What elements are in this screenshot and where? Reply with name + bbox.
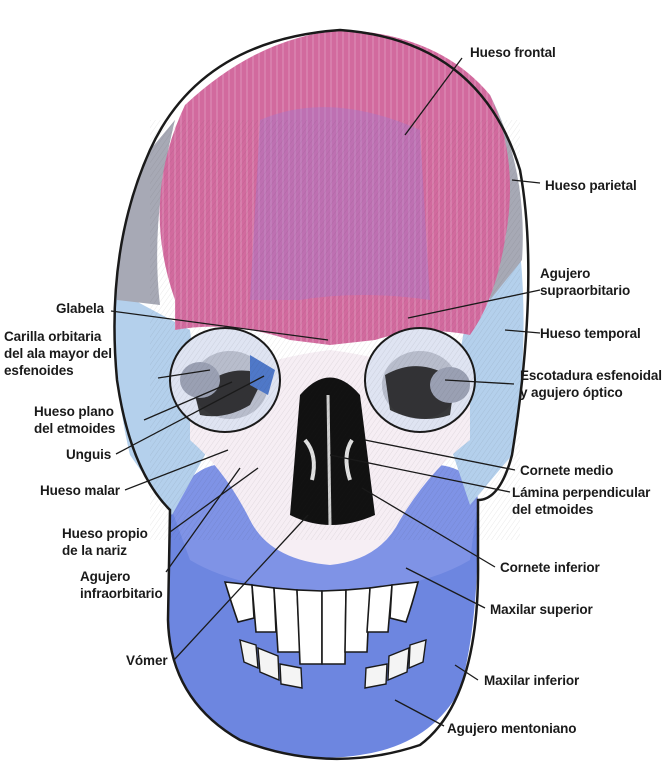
label-maxilar-inferior: Maxilar inferior xyxy=(484,672,579,689)
label-escotadura-esfenoidal: Escotadura esfenoidal y agujero óptico xyxy=(520,367,662,401)
label-line: del etmoides xyxy=(34,420,115,437)
label-maxilar-superior: Maxilar superior xyxy=(490,601,593,618)
label-line: Hueso propio xyxy=(62,525,148,542)
label-line: Escotadura esfenoidal xyxy=(520,367,662,384)
label-line: supraorbitario xyxy=(540,282,630,299)
label-line: Agujero xyxy=(80,568,163,585)
label-line: Hueso plano xyxy=(34,403,115,420)
label-hueso-propio: Hueso propio de la nariz xyxy=(62,525,148,559)
label-line: Agujero xyxy=(540,265,630,282)
label-hueso-plano: Hueso plano del etmoides xyxy=(34,403,115,437)
label-carilla-orbitaria: Carilla orbitaria del ala mayor del esfe… xyxy=(4,328,112,379)
label-agujero-mentoniano: Agujero mentoniano xyxy=(447,720,576,737)
label-line: esfenoides xyxy=(4,362,112,379)
label-line: de la nariz xyxy=(62,542,148,559)
label-line: Lámina perpendicular xyxy=(512,484,650,501)
label-cornete-inferior: Cornete inferior xyxy=(500,559,600,576)
label-hueso-malar: Hueso malar xyxy=(40,482,120,499)
label-hueso-temporal: Hueso temporal xyxy=(540,325,641,342)
label-agujero-supraorbitario: Agujero supraorbitario xyxy=(540,265,630,299)
label-agujero-infraorbitario: Agujero infraorbitario xyxy=(80,568,163,602)
label-line: infraorbitario xyxy=(80,585,163,602)
label-line: Carilla orbitaria xyxy=(4,328,112,345)
label-line: del ala mayor del xyxy=(4,345,112,362)
label-glabela: Glabela xyxy=(56,300,104,317)
label-unguis: Unguis xyxy=(66,446,111,463)
label-hueso-parietal: Hueso parietal xyxy=(545,177,637,194)
label-hueso-frontal: Hueso frontal xyxy=(470,44,556,61)
label-line: del etmoides xyxy=(512,501,650,518)
label-cornete-medio: Cornete medio xyxy=(520,462,613,479)
label-lamina-perpendicular: Lámina perpendicular del etmoides xyxy=(512,484,650,518)
label-line: y agujero óptico xyxy=(520,384,662,401)
label-vomer: Vómer xyxy=(126,652,168,669)
